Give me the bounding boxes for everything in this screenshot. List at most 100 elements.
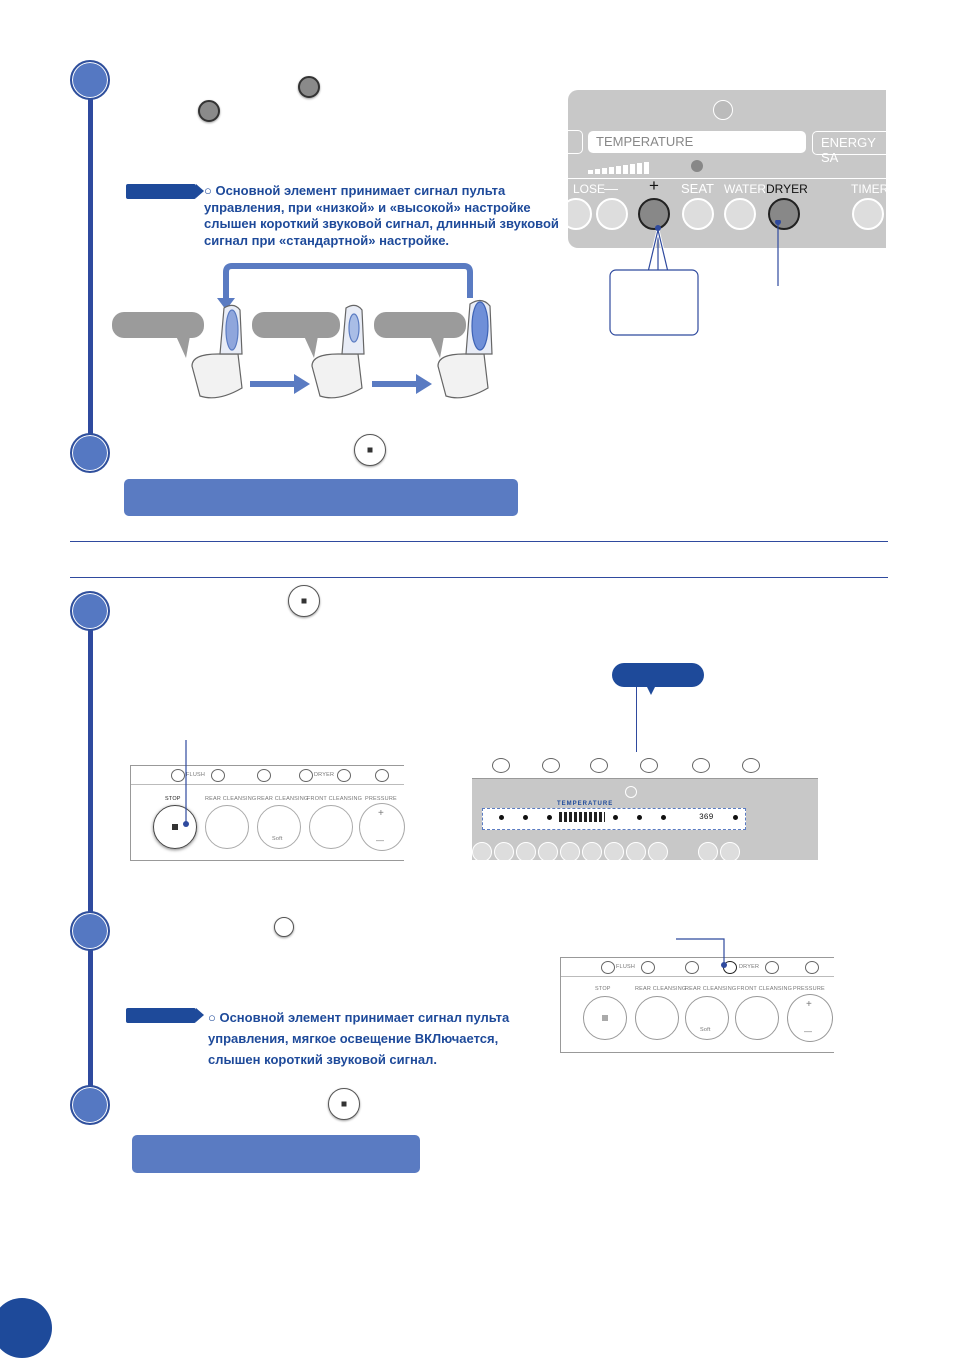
- remote2-top-button-3[interactable]: [685, 961, 699, 974]
- note-text-1: ○ Основной элемент принимает сигнал пуль…: [204, 183, 559, 248]
- stop-label-2: STOP: [595, 986, 611, 992]
- tab-energy-saver: ENERGY SA: [812, 131, 886, 165]
- panel-button-water[interactable]: [724, 198, 756, 230]
- soft-label-1: Soft: [272, 836, 283, 842]
- pressure-label: PRESSURE: [365, 796, 397, 802]
- display-button-3[interactable]: [516, 842, 536, 860]
- panel-divider: [568, 178, 886, 179]
- display-button-6[interactable]: [582, 842, 602, 860]
- remote-top-button-3[interactable]: [257, 769, 271, 782]
- status-dot: [691, 160, 703, 172]
- dryer-small-button-icon: [274, 917, 294, 937]
- display-button-11[interactable]: [720, 842, 740, 860]
- remote2-top-divider: [561, 976, 834, 977]
- panel-button-lose[interactable]: [568, 198, 592, 230]
- step-circle-3: [70, 591, 110, 631]
- display-strip-btn-3[interactable]: [590, 758, 608, 773]
- stop-button-icon-1: [354, 434, 386, 466]
- panel-button-dryer[interactable]: [768, 198, 800, 230]
- remote-top-button-4[interactable]: [299, 769, 313, 782]
- step-circle-5: [70, 1085, 110, 1125]
- panel-button-minus[interactable]: [596, 198, 628, 230]
- rear-cleansing-label-4: REAR CLEANSING: [685, 986, 737, 992]
- result-bar-2: [132, 1135, 420, 1173]
- display-button-2[interactable]: [494, 842, 514, 860]
- remote2-pressure-dial[interactable]: + —: [787, 994, 833, 1042]
- pressure-minus-2: —: [804, 1027, 813, 1036]
- display-button-9[interactable]: [648, 842, 668, 860]
- remote-top-button-5[interactable]: [337, 769, 351, 782]
- note-tag-arrow-2: [196, 1008, 204, 1022]
- remote2-rear-soft-button[interactable]: Soft: [685, 996, 729, 1040]
- display-level-bars: [559, 812, 605, 822]
- panel-light-indicator: [713, 100, 733, 120]
- remote2-top-button-1[interactable]: [601, 961, 615, 974]
- front-cleansing-label-2: FRONT CLEANSING: [737, 986, 793, 992]
- display-strip-btn-4[interactable]: [640, 758, 658, 773]
- remote-front-cleansing-button[interactable]: [309, 805, 353, 849]
- step-circle-1: [70, 60, 110, 100]
- stop-callout-line: [183, 740, 189, 827]
- remote-top-button-2[interactable]: [211, 769, 225, 782]
- display-dot-7: [733, 815, 738, 820]
- display-button-5[interactable]: [560, 842, 580, 860]
- display-dot-4: [613, 815, 618, 820]
- dryer-button-icon: [198, 100, 220, 122]
- main-unit-panel: TEMPERATURE ENERGY SA LOSE — + SEAT WATE…: [568, 90, 886, 248]
- section-rule-bottom: [70, 577, 888, 578]
- panel-button-plus[interactable]: [638, 198, 670, 230]
- remote-panel-2: FLUSH DRYER STOP REAR CLEANSING REAR CLE…: [560, 957, 834, 1053]
- display-readout-window: TEMPERATURE 369: [482, 801, 746, 830]
- stop-button-icon-2: [288, 585, 320, 617]
- step-circle-2: [70, 433, 110, 473]
- rear-cleansing-label-2: REAR CLEANSING: [257, 796, 309, 802]
- remote2-top-button-5[interactable]: [765, 961, 779, 974]
- display-strip-btn-6[interactable]: [742, 758, 760, 773]
- remote-rear-cleansing-button[interactable]: [205, 805, 249, 849]
- display-button-4[interactable]: [538, 842, 558, 860]
- dryer-label-2: DRYER: [739, 964, 760, 970]
- label-minus: —: [604, 180, 618, 196]
- speech-tag: [612, 663, 704, 687]
- panel-button-seat[interactable]: [682, 198, 714, 230]
- panel-button-timer[interactable]: [852, 198, 884, 230]
- display-button-10[interactable]: [698, 842, 718, 860]
- remote-rear-soft-button[interactable]: Soft: [257, 805, 301, 849]
- display-button-1[interactable]: [472, 842, 492, 860]
- display-button-8[interactable]: [626, 842, 646, 860]
- step-line-top: [88, 78, 93, 454]
- step-line-bottom: [88, 610, 93, 1100]
- label-water: WATER: [724, 182, 766, 196]
- display-dot-2: [523, 815, 528, 820]
- front-cleansing-label: FRONT CLEANSING: [307, 796, 363, 802]
- remote2-front-cleansing-button[interactable]: [735, 996, 779, 1040]
- tab-temperature: TEMPERATURE: [588, 131, 806, 153]
- display-button-7[interactable]: [604, 842, 624, 860]
- speech-tag-line: [636, 687, 637, 812]
- display-dot-6: [661, 815, 666, 820]
- pressure-minus: —: [376, 836, 385, 845]
- dryer-callout-line: [676, 938, 727, 968]
- note-tag-1: [126, 184, 196, 199]
- remote2-rear-cleansing-button[interactable]: [635, 996, 679, 1040]
- display-button-row: [472, 842, 818, 860]
- label-dryer: DRYER: [766, 182, 808, 196]
- display-strip-btn-5[interactable]: [692, 758, 710, 773]
- remote-pressure-dial[interactable]: + —: [359, 803, 405, 851]
- remote-top-button-1[interactable]: [171, 769, 185, 782]
- display-strip-btn-1[interactable]: [492, 758, 510, 773]
- label-seat: SEAT: [681, 181, 714, 196]
- remote-stop-button[interactable]: [153, 805, 197, 849]
- remote2-top-button-6[interactable]: [805, 961, 819, 974]
- display-dot-5: [637, 815, 642, 820]
- speech-tag-tail: [646, 685, 656, 695]
- main-unit-display-panel: TEMPERATURE 369: [472, 752, 818, 860]
- panel-callout-lines: [609, 220, 781, 336]
- remote2-stop-button[interactable]: [583, 996, 627, 1040]
- remote-panel-1: FLUSH DRYER STOP REAR CLEANSING REAR CLE…: [130, 765, 405, 861]
- label-plus: +: [649, 176, 659, 195]
- remote2-top-button-2[interactable]: [641, 961, 655, 974]
- remote-top-button-6[interactable]: [375, 769, 389, 782]
- display-strip-btn-2[interactable]: [542, 758, 560, 773]
- dryer-label-1: DRYER: [314, 772, 335, 778]
